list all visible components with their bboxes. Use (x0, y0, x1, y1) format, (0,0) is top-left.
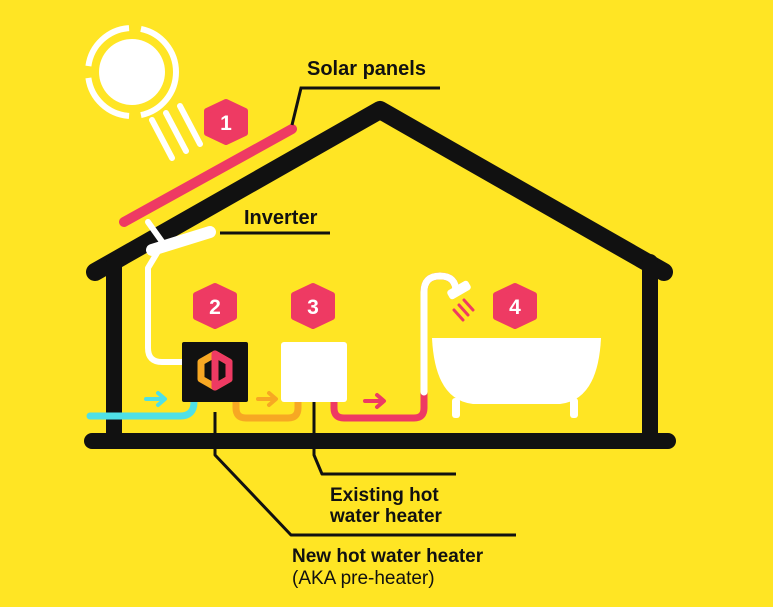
new-heater-label-line1: New hot water heater (292, 546, 484, 567)
badge-4-number: 4 (509, 296, 521, 319)
existing-heater-leader-line (312, 402, 456, 476)
pre-heater-logo-icon (182, 342, 248, 402)
warm-water-pipe (232, 396, 302, 422)
badge-3: 3 (291, 283, 335, 329)
existing-heater-label-line2: water heater (329, 506, 443, 527)
sun-icon (85, 25, 203, 161)
new-heater-leader-line (213, 412, 516, 537)
badge-1: 1 (204, 99, 248, 145)
inverter-wire (145, 245, 186, 365)
badge-2-number: 2 (209, 296, 221, 319)
solar-panel (119, 124, 297, 227)
shower-pipe (420, 272, 460, 396)
badge-2: 2 (193, 283, 237, 329)
shower-icon (447, 280, 475, 322)
flow-arrow-icon (256, 391, 278, 407)
solar-panels-leader-line (290, 86, 440, 126)
water-heater-tank-icon (281, 342, 347, 402)
bathtub-icon (432, 338, 601, 418)
flow-arrow-icon (363, 393, 386, 409)
existing-heater-label-line1: Existing hot (330, 485, 439, 506)
flow-arrow-icon (144, 391, 167, 407)
cold-water-pipe (86, 396, 198, 420)
house-outline (84, 101, 676, 449)
solar-panels-label: Solar panels (307, 58, 426, 80)
new-heater-label-line2: (AKA pre-heater) (292, 568, 435, 589)
badge-1-number: 1 (220, 112, 232, 135)
badge-3-number: 3 (307, 296, 319, 319)
inverter-label: Inverter (244, 207, 318, 229)
badge-4: 4 (493, 283, 537, 329)
